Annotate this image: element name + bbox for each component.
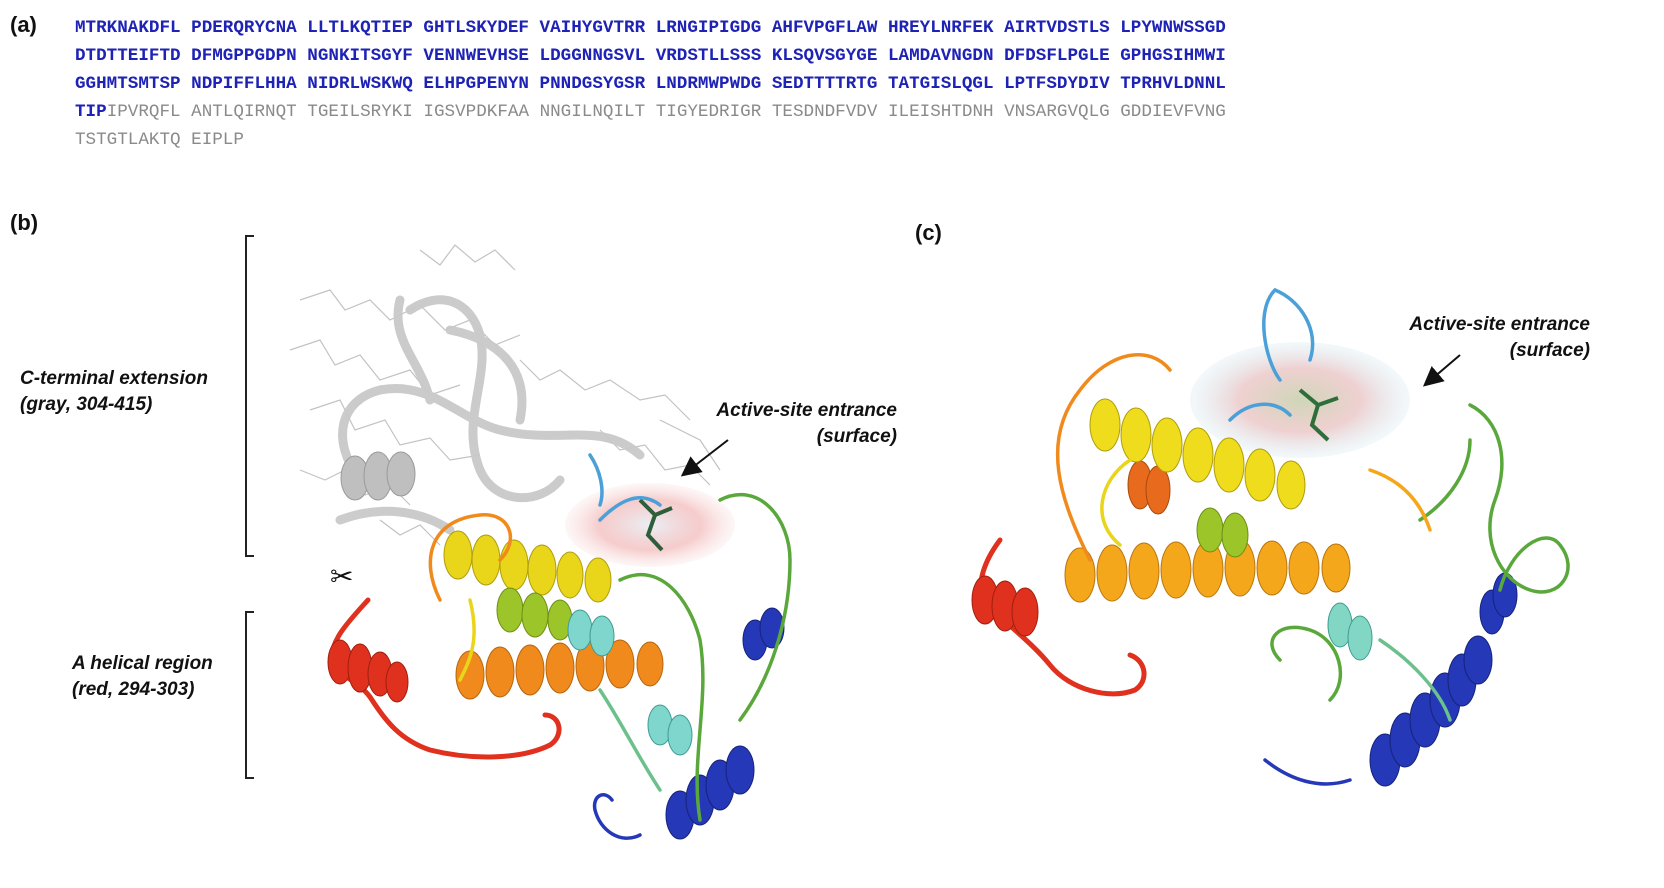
active-site-caption-c-line2: (surface): [1509, 340, 1590, 361]
cyan-helix-c: [1327, 602, 1373, 661]
loops-b: [428, 453, 792, 840]
c-terminal-caption-line2: (gray, 304-415): [20, 394, 153, 415]
bracket-helical: [245, 611, 254, 779]
sequence-segment-blue: GGHMTSMTSP NDPIFFLHHA NIDRLWSKWQ ELHPGPE…: [75, 74, 1226, 94]
helical-caption-line1: A helical region: [72, 653, 213, 674]
active-site-caption-b-line2: (surface): [816, 426, 897, 447]
lime-helix-b: [496, 587, 573, 641]
active-site-caption-b: Active-site entrance (surface): [694, 398, 897, 450]
sequence-line: DTDTTEIFTD DFMGPPGDPN NGNKITSGYF VENNWEV…: [75, 42, 1655, 70]
sequence-line: MTRKNAKDFL PDERQRYCNA LLTLKQTIEP GHTLSKY…: [75, 14, 1655, 42]
panel-label-b: (b): [10, 210, 39, 235]
active-site-caption-c-line1: Active-site entrance: [1409, 314, 1590, 335]
panel-label-a: (a): [10, 12, 37, 37]
bracket-c-terminal: [245, 235, 254, 557]
active-site-surface-c: [1190, 342, 1410, 458]
blue-helix-c: [1369, 572, 1518, 787]
sequence-segment-blue: DTDTTEIFTD DFMGPPGDPN NGNKITSGYF VENNWEV…: [75, 46, 1226, 66]
orange-helix-b: [455, 639, 664, 700]
red-helix-c: [971, 460, 1171, 697]
c-terminal-helix: [340, 451, 416, 501]
scissors-icon: ✂: [330, 560, 354, 593]
loops-c: [1055, 288, 1570, 786]
sequence-line: GGHMTSMTSP NDPIFFLHHA NIDRLWSKWQ ELHPGPE…: [75, 70, 1655, 98]
yellow-helix-c: [1089, 398, 1306, 510]
c-terminal-caption: C-terminal extension (gray, 304-415): [20, 366, 208, 418]
sequence-line: TIPIPVRQFL ANTLQIRNQT TGEILSRYKI IGSVPDK…: [75, 98, 1655, 126]
c-terminal-ribbons: [335, 295, 645, 535]
sequence-segment-gray: TSTGTLAKTQ EIPLP: [75, 130, 244, 150]
active-site-caption-c: Active-site entrance (surface): [1384, 312, 1590, 364]
helical-caption: A helical region (red, 294-303): [72, 651, 213, 703]
lime-helix-c: [1196, 507, 1249, 558]
blue-helix-b: [665, 607, 785, 840]
protein-sequence: MTRKNAKDFL PDERQRYCNA LLTLKQTIEP GHTLSKY…: [75, 14, 1655, 154]
panel-label-c: (c): [915, 220, 942, 245]
sequence-segment-blue: MTRKNAKDFL PDERQRYCNA LLTLKQTIEP GHTLSKY…: [75, 18, 1226, 38]
arrow-active-site-c: [1422, 354, 1461, 387]
sequence-line: TSTGTLAKTQ EIPLP: [75, 126, 1655, 154]
red-helix-b: [327, 597, 562, 760]
ligand-c: [1298, 388, 1339, 442]
sequence-segment-gray: IPVRQFL ANTLQIRNQT TGEILSRYKI IGSVPDKFAA…: [106, 102, 1226, 122]
arrow-active-site-b: [680, 439, 729, 477]
c-terminal-caption-line1: C-terminal extension: [20, 368, 208, 389]
helical-caption-line2: (red, 294-303): [72, 679, 195, 700]
orange-helix-c: [1064, 539, 1351, 603]
active-site-caption-b-line1: Active-site entrance: [716, 400, 897, 421]
cyan-helix-b: [567, 609, 693, 756]
sequence-segment-blue: TIP: [75, 102, 107, 122]
ligand-b: [638, 498, 673, 552]
